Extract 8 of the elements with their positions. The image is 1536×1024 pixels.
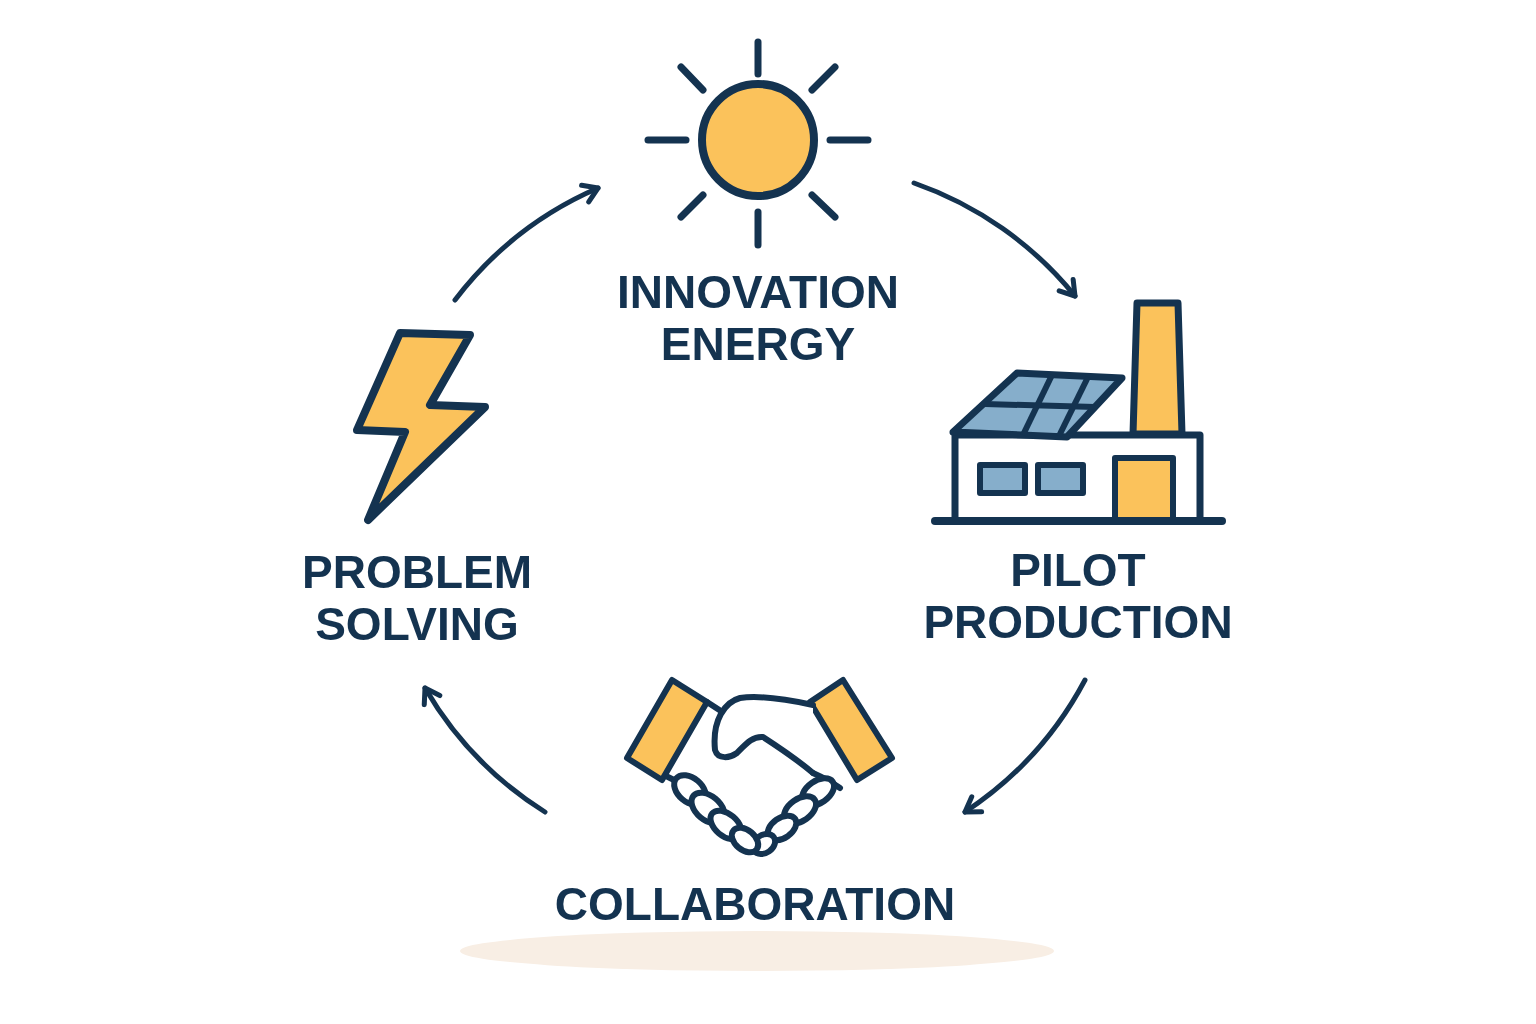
arrow: [911, 180, 1078, 299]
arrow: [422, 685, 548, 815]
arrow: [452, 183, 601, 303]
stage-label: PILOT PRODUCTION: [922, 544, 1234, 648]
stage-label: PROBLEM SOLVING: [301, 546, 533, 650]
arrow: [962, 677, 1088, 815]
stage-label: INNOVATION ENERGY: [616, 266, 900, 370]
stage-label: COLLABORATION: [553, 878, 957, 930]
